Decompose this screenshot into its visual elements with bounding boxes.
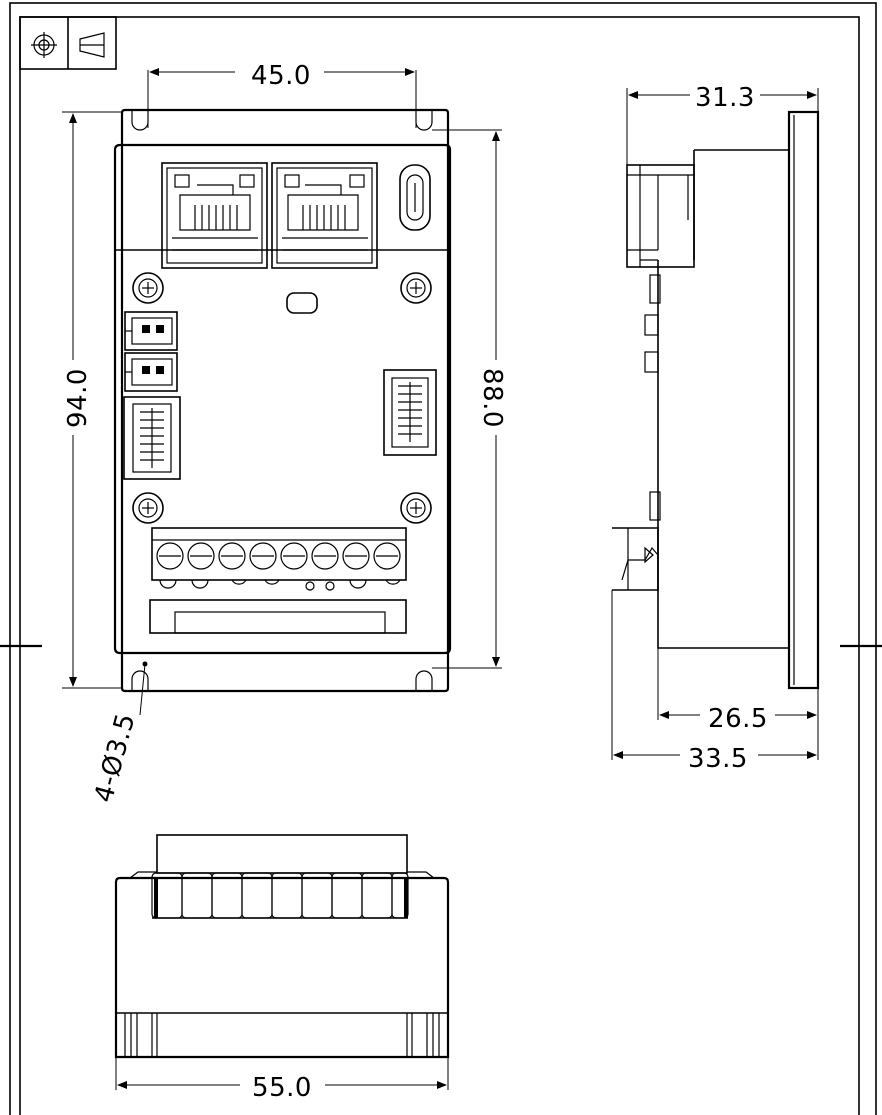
mounting-slot [415, 670, 433, 691]
two-pin-connector [124, 352, 178, 392]
screw [132, 492, 164, 524]
terminal-block [149, 527, 407, 634]
dim-height-88: 88.0 [477, 368, 507, 428]
mounting-slot [415, 110, 433, 131]
usb-c-port [399, 164, 431, 231]
rj45-port-2 [271, 162, 378, 269]
dim-side-33-5: 33.5 [688, 744, 748, 774]
dim-side-26-5: 26.5 [708, 704, 768, 734]
dim-bottom-55: 55.0 [252, 1073, 312, 1103]
bottom-dimensions: 55.0 [115, 1057, 449, 1103]
mounting-slot [131, 110, 149, 131]
mounting-slot [131, 670, 149, 691]
led-window [286, 292, 318, 314]
dim-height-94: 94.0 [63, 368, 93, 428]
multi-pin-connector [383, 369, 437, 456]
screw [400, 492, 432, 524]
front-view [113, 108, 452, 693]
two-pin-connector [124, 311, 178, 351]
multi-pin-connector [123, 396, 181, 480]
side-dimensions: 31.3 26.5 33.5 [611, 83, 819, 774]
screw [400, 272, 432, 304]
dim-width-45: 45.0 [251, 61, 311, 91]
target-crosshair-icon [31, 32, 57, 58]
projection-cone-icon [79, 32, 105, 58]
side-view [612, 110, 820, 690]
bottom-view [114, 834, 450, 1059]
projection-symbol-box [19, 16, 117, 70]
front-dimensions: 45.0 94.0 88.0 4-Ø3.5 [62, 61, 507, 806]
dim-hole-diameter: 4-Ø3.5 [89, 710, 141, 805]
screw [132, 272, 164, 304]
rj45-port-1 [161, 162, 268, 269]
dim-side-31-3: 31.3 [695, 83, 755, 113]
